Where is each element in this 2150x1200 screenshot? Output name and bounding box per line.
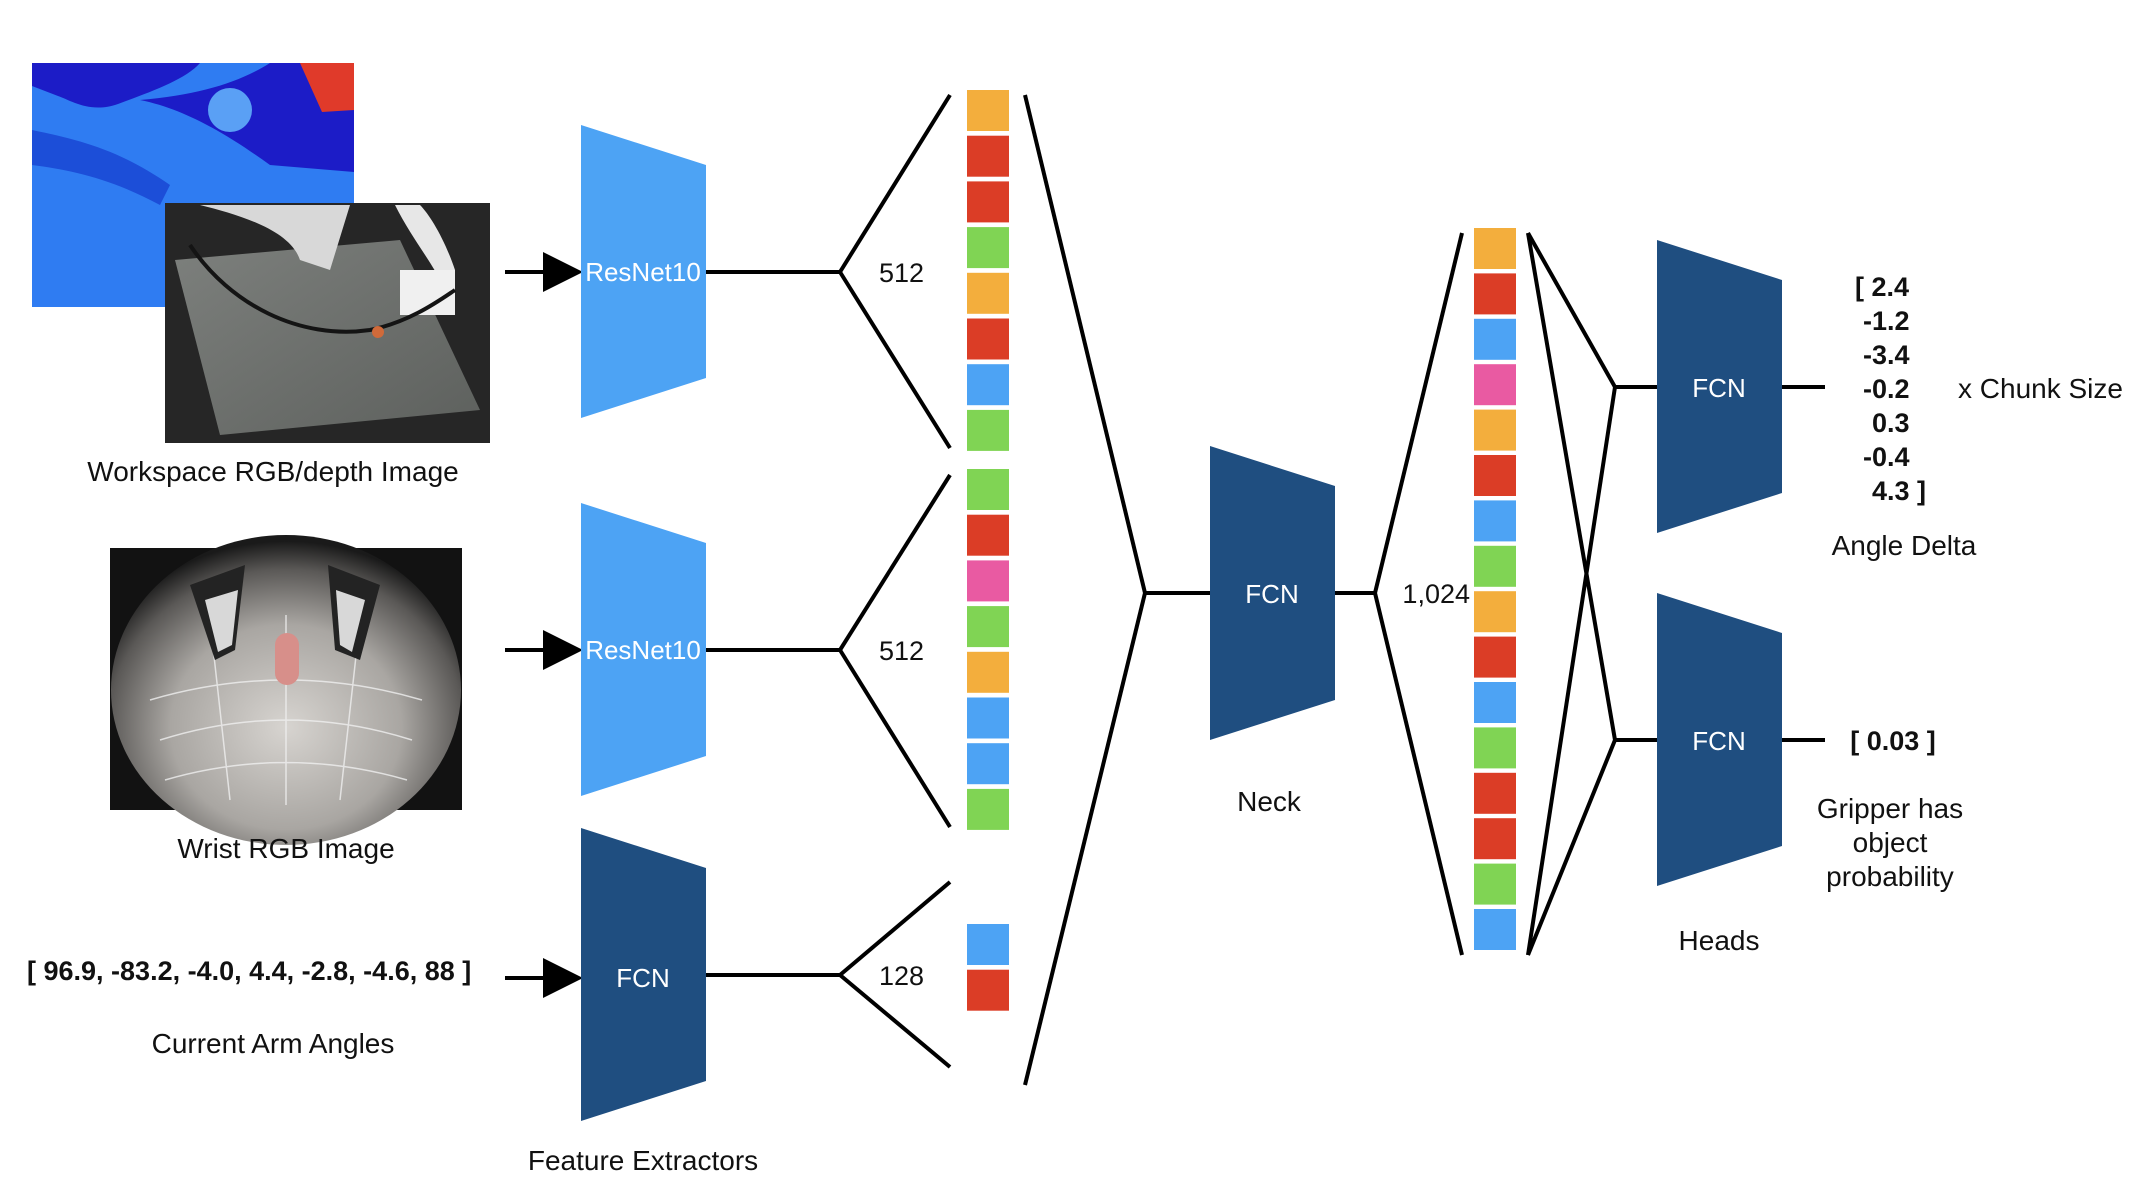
- neck-fcn-block: FCN: [1210, 446, 1335, 740]
- chunk-size-label: x Chunk Size: [1958, 373, 2123, 404]
- angle-delta-value: -1.2: [1863, 306, 1910, 336]
- feature-cell-pink: [967, 560, 1009, 602]
- feature-cell-blue: [1474, 682, 1516, 723]
- neck-fanout: [1335, 232, 1464, 956]
- feature-cell-red: [1474, 455, 1516, 496]
- feature-cell-green: [967, 409, 1009, 451]
- wrist-rgb-image: [110, 535, 462, 845]
- feature-cell-blue: [967, 924, 1009, 965]
- feature-cell-orange: [1474, 228, 1516, 269]
- feature-cell-pink: [1474, 364, 1516, 406]
- fanout-arm: [706, 880, 952, 1069]
- neck-fcn-label: FCN: [1245, 579, 1298, 609]
- feature-cell-green: [1474, 545, 1516, 587]
- feature-cell-red: [967, 181, 1009, 223]
- resnet-block-workspace: ResNet10: [581, 125, 706, 418]
- angle-delta-value: -0.4: [1863, 442, 1910, 472]
- gripper-caption-line2: object: [1853, 827, 1928, 858]
- head-fcn-angle: FCN: [1657, 240, 1782, 533]
- wrist-image-caption: Wrist RGB Image: [177, 833, 394, 864]
- feature-cell-red: [1474, 772, 1516, 814]
- feature-cell-blue: [967, 697, 1009, 739]
- arm-angles-value: [ 96.9, -83.2, -4.0, 4.4, -2.8, -4.6, 88…: [27, 956, 471, 986]
- fanout-workspace: [706, 93, 952, 450]
- feature-cell-red: [967, 318, 1009, 360]
- feature-cell-blue: [1474, 318, 1516, 360]
- angle-delta-value: [ 2.4: [1855, 272, 1909, 302]
- workspace-rgb-image: [165, 203, 490, 443]
- angle-delta-vector: [ 2.4 -1.2 -3.4 -0.2 0.3 -0.4 4.3 ]: [1855, 272, 1926, 506]
- feature-vector-workspace: [967, 90, 1009, 451]
- resnet-block-label: ResNet10: [585, 257, 701, 287]
- gripper-output-value: [ 0.03 ]: [1850, 726, 1936, 756]
- workspace-dim-label: 512: [879, 258, 924, 288]
- head-lines: [1526, 232, 1657, 956]
- wrist-dim-label: 512: [879, 636, 924, 666]
- head-fcn-label: FCN: [1692, 726, 1745, 756]
- angle-delta-value: 4.3 ]: [1872, 476, 1926, 506]
- resnet-block-wrist: ResNet10: [581, 503, 706, 796]
- feature-cell-orange: [967, 90, 1009, 131]
- feature-cell-green: [967, 788, 1009, 830]
- resnet-block-label: ResNet10: [585, 635, 701, 665]
- arm-dim-label: 128: [879, 961, 924, 991]
- feature-cell-blue: [967, 364, 1009, 406]
- heads-caption: Heads: [1679, 925, 1760, 956]
- feature-cell-red: [1474, 818, 1516, 860]
- fcn-block-label: FCN: [616, 963, 669, 993]
- gripper-caption-line3: probability: [1826, 861, 1954, 892]
- feature-cell-green: [967, 227, 1009, 269]
- feature-cell-orange: [967, 272, 1009, 314]
- angle-delta-value: -0.2: [1863, 374, 1910, 404]
- feature-cell-green: [967, 469, 1009, 510]
- feature-cell-green: [967, 606, 1009, 648]
- feature-cell-blue: [1474, 500, 1516, 542]
- feature-vector-arm: [967, 924, 1009, 1011]
- feature-cell-red: [1474, 273, 1516, 315]
- fanout-wrist: [706, 473, 952, 829]
- gripper-caption-line1: Gripper has: [1817, 793, 1963, 824]
- head-fcn-label: FCN: [1692, 373, 1745, 403]
- feature-extractors-caption: Feature Extractors: [528, 1145, 758, 1176]
- feature-cell-red: [967, 135, 1009, 177]
- feature-cell-orange: [1474, 591, 1516, 633]
- feature-vector-wrist: [967, 469, 1009, 830]
- neck-dim-label: 1,024: [1402, 579, 1470, 609]
- feature-vector-neck: [1474, 228, 1516, 950]
- neck-caption: Neck: [1237, 786, 1302, 817]
- feature-cell-blue: [967, 743, 1009, 785]
- workspace-image-caption: Workspace RGB/depth Image: [87, 456, 458, 487]
- fcn-block-arm: FCN: [581, 828, 706, 1121]
- angle-delta-value: 0.3: [1872, 408, 1910, 438]
- concat-lines: [1023, 94, 1210, 1086]
- feature-cell-blue: [1474, 909, 1516, 950]
- feature-cell-green: [1474, 863, 1516, 905]
- feature-cell-red: [967, 969, 1009, 1011]
- feature-cell-orange: [967, 651, 1009, 693]
- angle-delta-caption: Angle Delta: [1832, 530, 1977, 561]
- angle-delta-value: -3.4: [1863, 340, 1910, 370]
- arm-angles-caption: Current Arm Angles: [152, 1028, 395, 1059]
- feature-cell-red: [967, 514, 1009, 556]
- feature-cell-orange: [1474, 409, 1516, 451]
- feature-cell-green: [1474, 727, 1516, 769]
- feature-cell-red: [1474, 636, 1516, 678]
- head-fcn-gripper: FCN: [1657, 593, 1782, 886]
